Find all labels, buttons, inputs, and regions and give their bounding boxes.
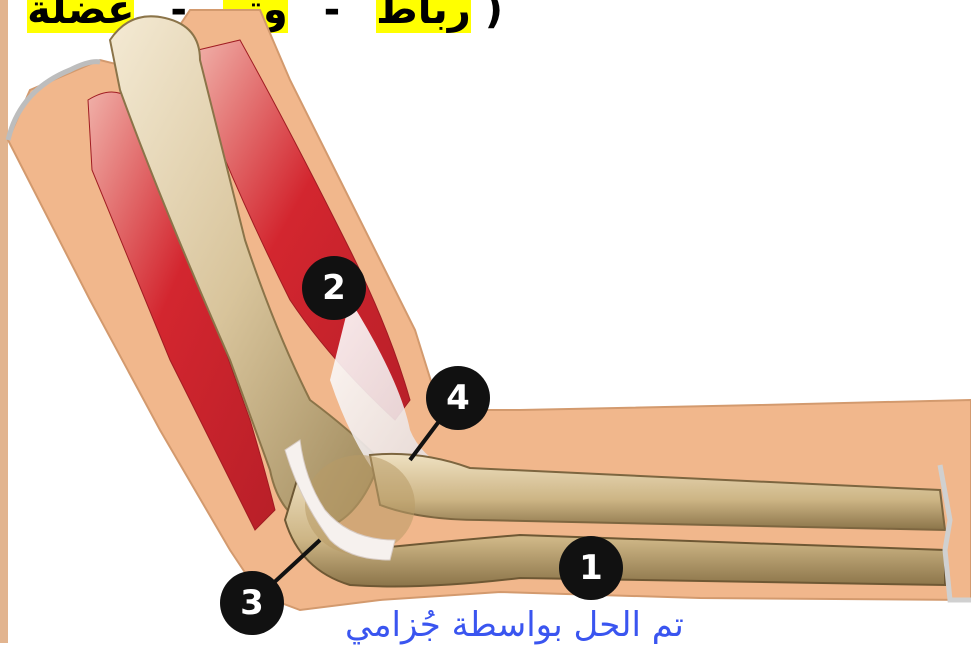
marker-4: 4: [426, 366, 490, 430]
solved-by-credit: تم الحل بواسطة جُزامي: [345, 603, 684, 647]
marker-3: 3: [220, 571, 284, 635]
marker-2-label: 2: [322, 268, 346, 308]
marker-1: 1: [559, 536, 623, 600]
marker-2: 2: [302, 256, 366, 320]
marker-3-label: 3: [240, 583, 264, 623]
marker-4-label: 4: [446, 378, 470, 418]
marker-1-label: 1: [579, 548, 603, 588]
